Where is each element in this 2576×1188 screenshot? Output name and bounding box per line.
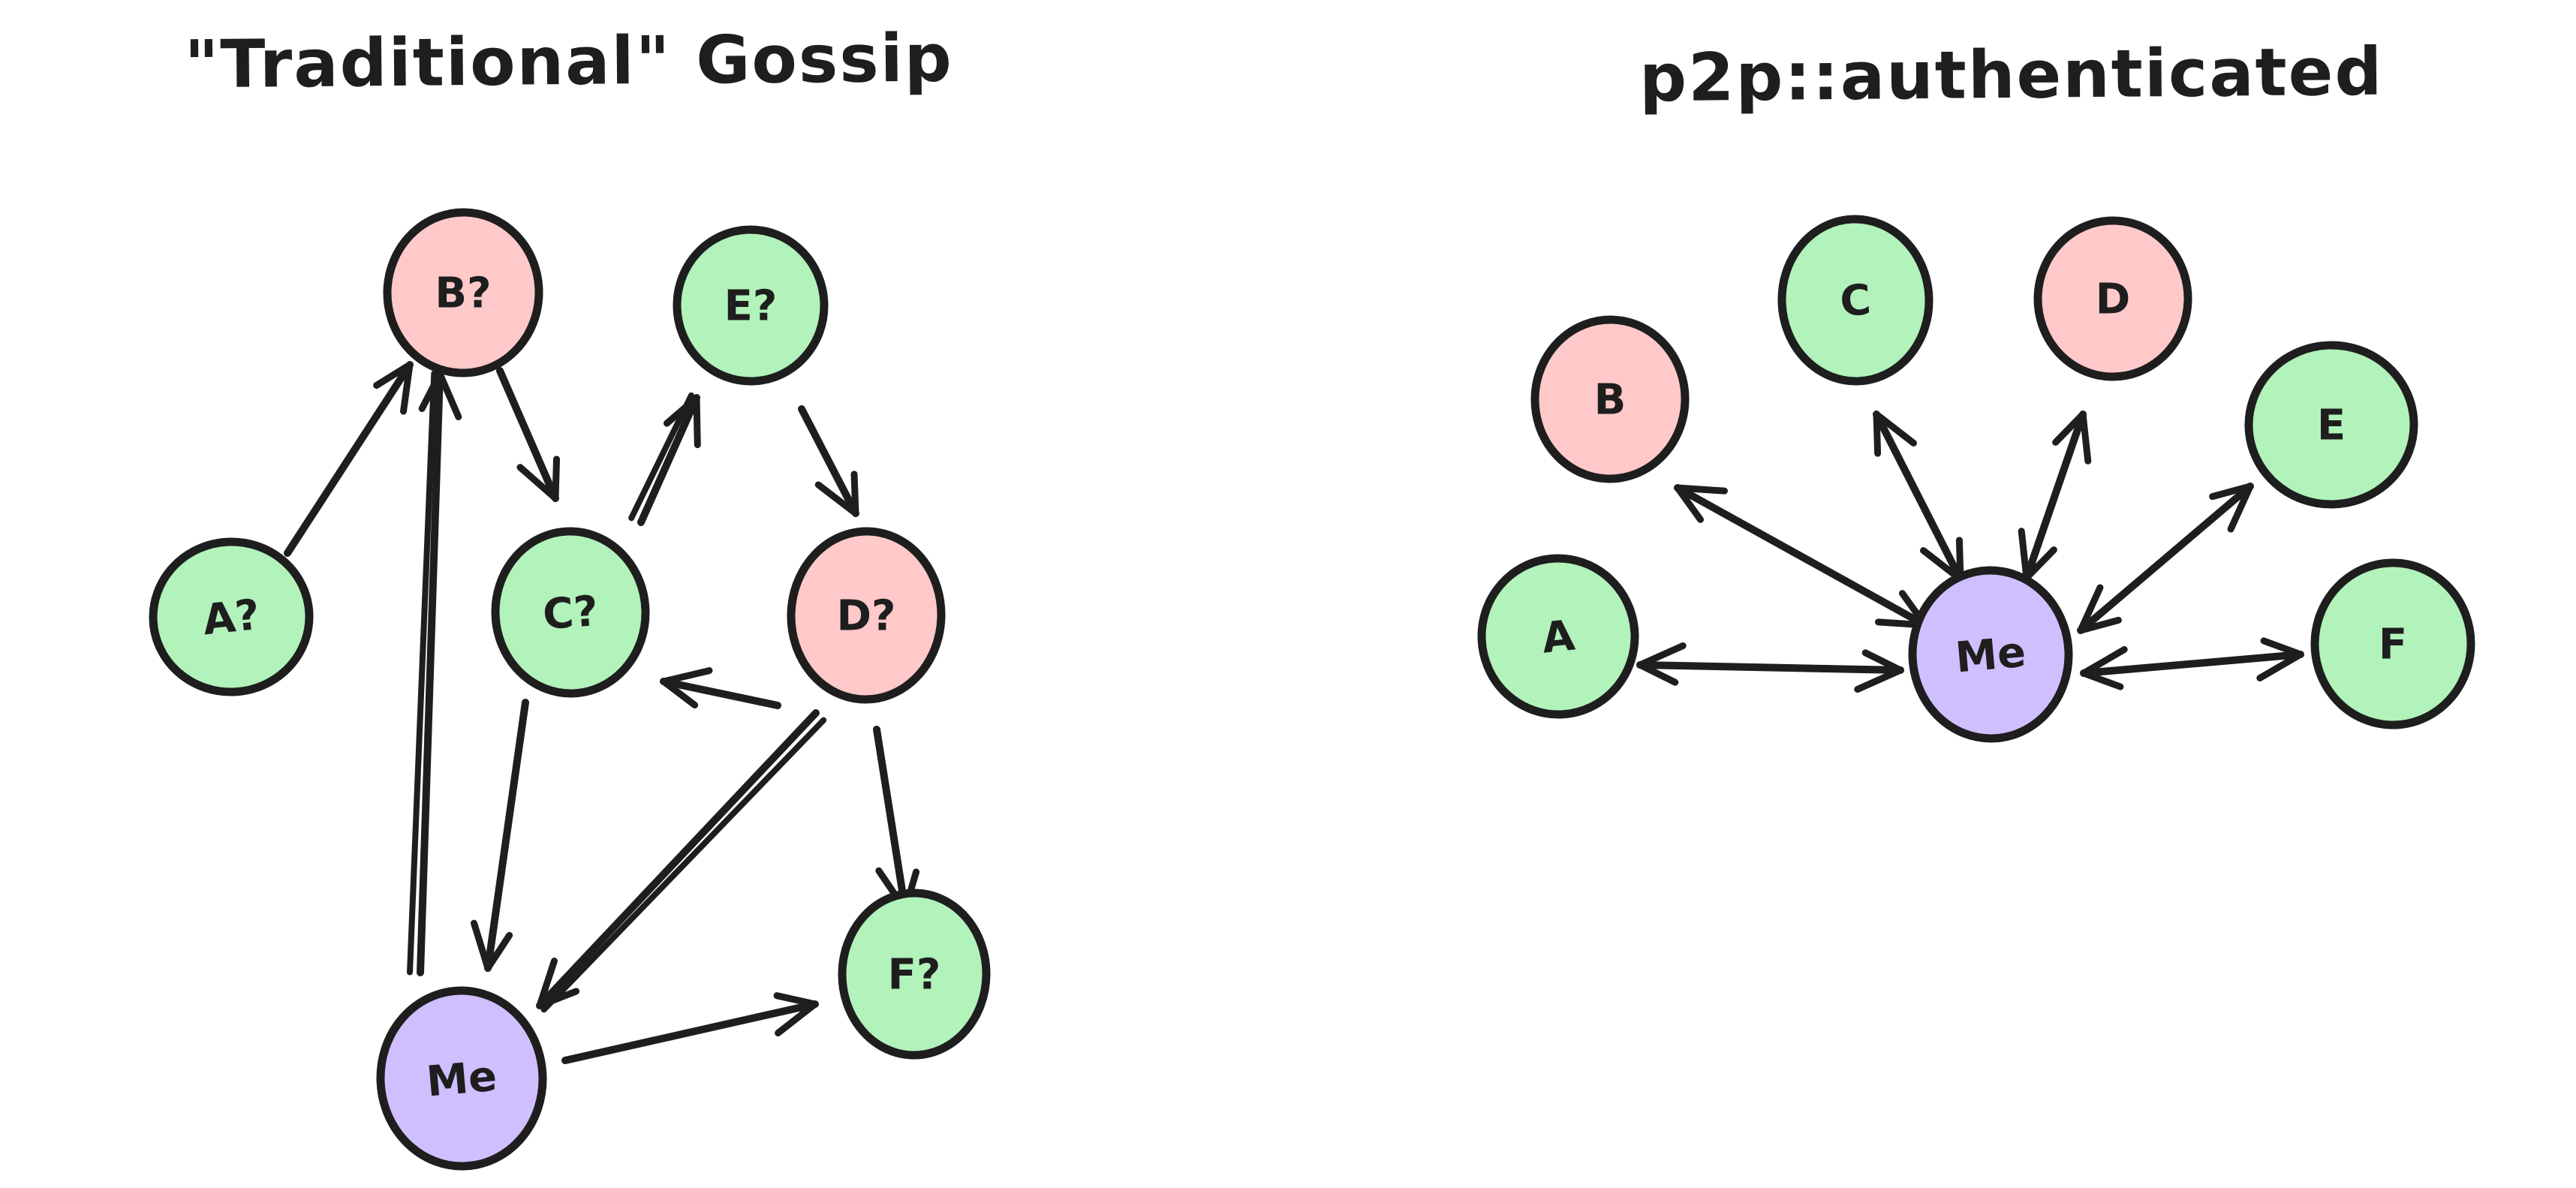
node-left-a: A?	[149, 537, 314, 696]
node-right-d: D	[2033, 216, 2192, 381]
edge-d-to-c	[660, 667, 781, 709]
node-left-me: Me	[376, 986, 547, 1171]
node-right-a-label: A	[1539, 611, 1578, 663]
node-right-d-label: D	[2096, 275, 2130, 324]
node-right-b-label: B	[1594, 376, 1627, 425]
node-left-c-label: C?	[541, 587, 600, 639]
node-left-d-label: D?	[837, 592, 896, 641]
left-diagram: "Traditional" Gossip	[149, 20, 991, 1171]
node-left-f-label: F?	[888, 951, 941, 1000]
node-right-me: Me	[1908, 566, 2073, 743]
edge-c-to-e	[628, 392, 701, 526]
node-left-a-label: A?	[200, 591, 262, 645]
right-diagram-title: p2p::authenticated	[1639, 33, 2384, 117]
edge-me-to-b	[407, 370, 462, 976]
edge-d-to-me	[536, 709, 827, 1013]
edge-d-to-f	[873, 726, 920, 913]
node-right-e: E	[2244, 341, 2418, 509]
node-right-f: F	[2310, 558, 2475, 729]
edge-me-d	[2018, 411, 2092, 582]
node-left-e-label: E?	[724, 282, 778, 331]
edge-me-to-f	[561, 992, 819, 1064]
edge-b-to-c	[496, 367, 561, 502]
node-right-b: B	[1530, 315, 1690, 483]
node-left-b-label: B?	[435, 269, 491, 318]
node-left-e: E?	[673, 225, 829, 386]
node-right-c-label: C	[1838, 275, 1873, 326]
node-left-me-label: Me	[425, 1052, 499, 1107]
edge-me-e	[2077, 483, 2254, 634]
node-right-f-label: F	[2379, 621, 2407, 669]
edge-a-to-b	[284, 361, 414, 557]
edge-me-a	[1636, 642, 1904, 693]
node-left-c: C?	[491, 527, 650, 698]
left-diagram-title: "Traditional" Gossip	[184, 20, 953, 104]
node-left-f: F?	[838, 889, 991, 1060]
edge-e-to-d	[798, 405, 859, 517]
node-right-me-label: Me	[1954, 628, 2028, 683]
node-right-c: C	[1777, 215, 1934, 386]
right-diagram: p2p::authenticated A B	[1477, 33, 2475, 743]
edge-c-to-me	[471, 699, 529, 972]
edge-me-b	[1674, 484, 1929, 629]
edge-me-f	[2080, 637, 2304, 690]
edge-me-c	[1873, 411, 1964, 583]
node-left-b: B?	[383, 208, 543, 377]
node-right-e-label: E	[2317, 402, 2346, 450]
node-right-a: A	[1477, 554, 1639, 719]
node-left-d: D?	[787, 527, 946, 704]
